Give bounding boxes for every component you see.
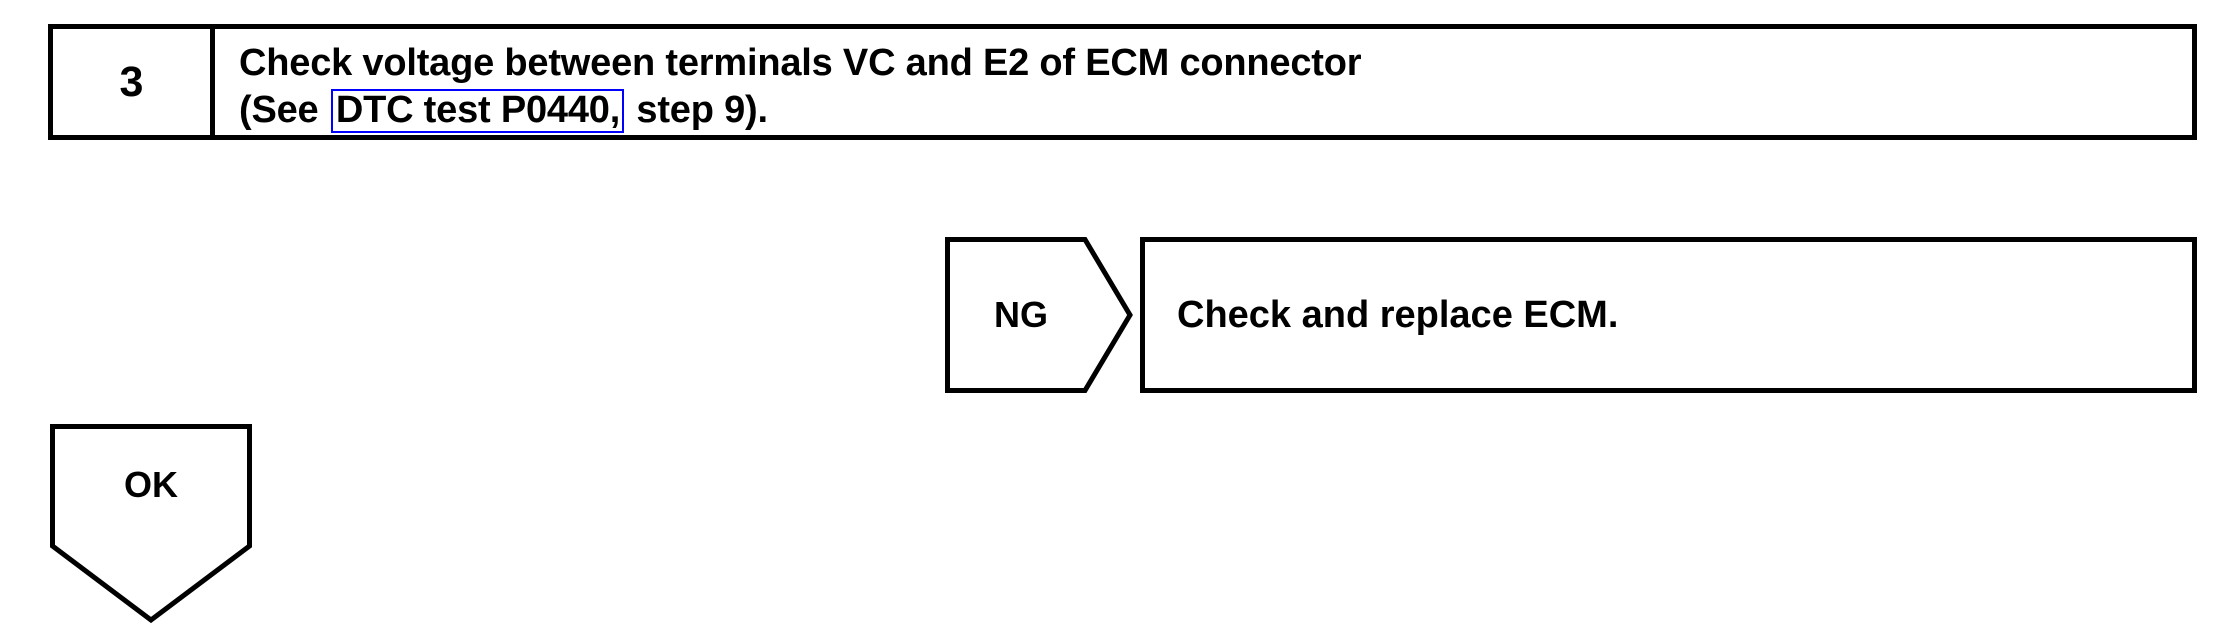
step-number-cell: 3: [53, 29, 215, 135]
ng-arrow-shape: [945, 237, 1133, 393]
ng-result-box: Check and replace ECM.: [1140, 237, 2197, 393]
step-row: 3 Check voltage between terminals VC and…: [48, 24, 2197, 140]
ok-arrow-shape: [50, 424, 252, 624]
step-instruction-cell: Check voltage between terminals VC and E…: [215, 29, 2192, 135]
see-reference-suffix: step 9).: [636, 88, 768, 131]
step-instruction-line-1: Check voltage between terminals VC and E…: [239, 42, 1362, 84]
step-instruction-line-2: (See DTC test P0440, step 9).: [239, 88, 2192, 133]
step-number: 3: [119, 57, 144, 106]
ng-result-text: Check and replace ECM.: [1177, 293, 1619, 336]
see-reference-prefix: (See: [239, 88, 319, 131]
dtc-test-link[interactable]: DTC test P0440,: [330, 88, 625, 133]
